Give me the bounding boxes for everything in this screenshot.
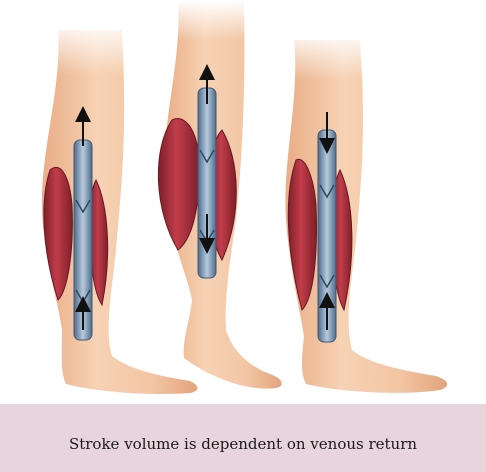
- caption-band: Stroke volume is dependent on venous ret…: [0, 404, 486, 472]
- middle-leg-muscle-back: [157, 118, 200, 251]
- left-leg-muscle-back: [43, 167, 73, 301]
- middle-leg-vein: [197, 87, 217, 279]
- caption-text: Stroke volume is dependent on venous ret…: [68, 435, 418, 453]
- middle-leg: [157, 0, 282, 389]
- right-leg: [280, 30, 448, 393]
- left-leg: [40, 20, 198, 394]
- right-leg-muscle-back: [287, 158, 317, 311]
- leg-muscle-pump-illustration: [40, 0, 448, 394]
